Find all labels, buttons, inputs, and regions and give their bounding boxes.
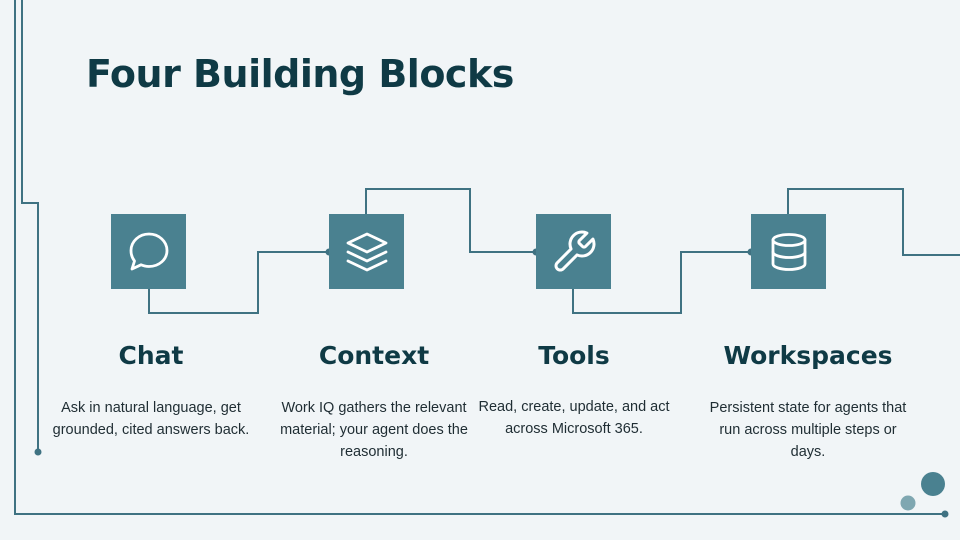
database-icon: [771, 232, 806, 271]
block-title-chat: Chat: [118, 341, 184, 370]
block-description-tools: Read, create, update, and act across Mic…: [478, 399, 670, 437]
chat-bubble-icon: [129, 232, 168, 270]
connector-dot: [34, 448, 42, 456]
block-title-context: Context: [318, 341, 430, 370]
chat-icon-box: [111, 214, 186, 289]
connector-tools-workspaces: [572, 251, 751, 314]
layers-icon: [346, 232, 387, 271]
page-title: Four Building Blocks: [86, 52, 514, 96]
connector-workspaces-exit: [787, 188, 960, 256]
context-icon-box: [329, 214, 404, 289]
tools-icon-box: [536, 214, 611, 289]
block-description-workspaces: Persistent state for agents that run acr…: [709, 400, 907, 460]
block-title-tools: Tools: [538, 341, 610, 370]
wrench-icon: [554, 230, 595, 271]
block-description-context: Work IQ gathers the relevant material; y…: [280, 400, 468, 460]
connector-context-tools: [365, 188, 536, 253]
connector-chat-context: [148, 251, 329, 314]
workspaces-icon-box: [751, 214, 826, 289]
block-description-chat: Ask in natural language, get grounded, c…: [52, 400, 250, 438]
bottom-frame-line: [14, 0, 945, 515]
connector-dot: [941, 510, 949, 518]
block-title-workspaces: Workspaces: [723, 341, 893, 370]
decor-dot-small: [900, 495, 916, 511]
left-frame-line: [21, 0, 39, 452]
decor-dot-large: [921, 472, 945, 496]
